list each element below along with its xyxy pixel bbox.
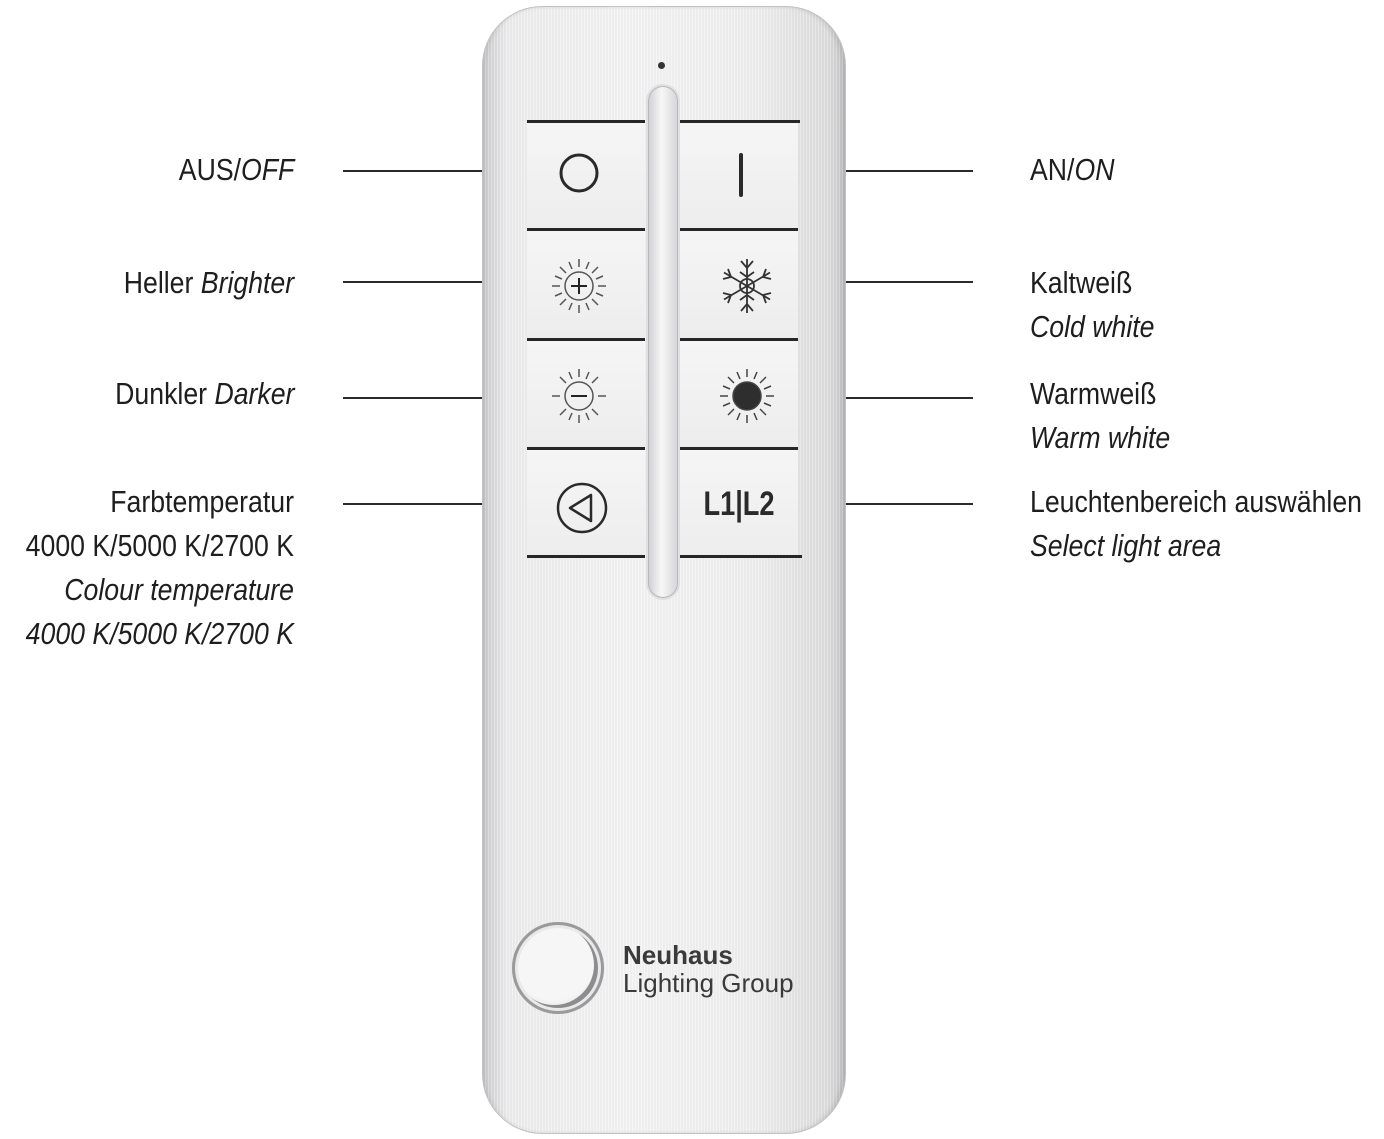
- colour-temperature-button[interactable]: [527, 447, 645, 558]
- label-on-de: AN/: [1030, 152, 1075, 187]
- snowflake-icon: [722, 259, 772, 313]
- label-brighter-en: Brighter: [200, 265, 294, 300]
- leader-colour: [343, 503, 501, 505]
- center-slot: [648, 86, 678, 598]
- off-button[interactable]: [527, 120, 645, 231]
- on-button[interactable]: [680, 120, 798, 231]
- cold-white-button[interactable]: [680, 228, 798, 339]
- label-warm-en: Warm white: [1030, 420, 1171, 455]
- label-darker: Dunkler Darker: [115, 372, 294, 416]
- leader-cold: [808, 281, 973, 283]
- label-darker-en: Darker: [214, 376, 294, 411]
- warm-sun-icon: [720, 369, 774, 423]
- label-area-en: Select light area: [1030, 528, 1222, 563]
- light-area-button[interactable]: L1|L2: [680, 447, 798, 558]
- label-light-area: Leuchtenbereich auswählen Select light a…: [1030, 480, 1362, 568]
- label-cold-en: Cold white: [1030, 309, 1155, 344]
- label-cold-de: Kaltweiß: [1030, 265, 1133, 300]
- label-cold-white: Kaltweiß Cold white: [1030, 261, 1154, 349]
- label-off: AUS/OFF: [178, 148, 294, 192]
- leader-brighter: [343, 281, 508, 283]
- brand-logo: [512, 922, 604, 1014]
- label-off-de: AUS/: [178, 152, 241, 187]
- leader-on: [808, 170, 973, 172]
- leader-warm: [808, 397, 973, 399]
- l1l2-label: L1|L2: [703, 484, 775, 523]
- label-area-de: Leuchtenbereich auswählen: [1030, 484, 1363, 519]
- play-triangle-icon: [556, 482, 608, 534]
- leader-darker: [343, 397, 508, 399]
- leader-area: [815, 503, 973, 505]
- label-brighter: Heller Brighter: [124, 261, 294, 305]
- brand-subtitle: Lighting Group: [623, 968, 794, 998]
- label-on: AN/ON: [1030, 148, 1114, 192]
- darker-button[interactable]: [527, 338, 645, 449]
- label-colour-temperature: Farbtemperatur 4000 K/5000 K/2700 K Colo…: [26, 480, 294, 656]
- power-on-icon: [739, 153, 743, 197]
- label-colour-en2: 4000 K/5000 K/2700 K: [25, 616, 294, 651]
- warm-white-button[interactable]: [680, 338, 798, 449]
- label-warm-de: Warmweiß: [1030, 376, 1157, 411]
- label-brighter-de: Heller: [123, 265, 201, 300]
- label-colour-en1: Colour temperature: [64, 572, 294, 607]
- label-on-en: ON: [1074, 152, 1115, 187]
- label-off-en: OFF: [240, 152, 294, 187]
- label-colour-de1: Farbtemperatur: [110, 484, 295, 519]
- brightness-up-icon: [552, 259, 606, 313]
- brighter-button[interactable]: [527, 228, 645, 339]
- brand-name: Neuhaus: [623, 940, 733, 970]
- leader-off: [343, 170, 508, 172]
- label-darker-de: Dunkler: [114, 376, 215, 411]
- left-bottom-line: [527, 555, 645, 558]
- label-colour-de2: 4000 K/5000 K/2700 K: [25, 528, 294, 563]
- right-top-line-ext: [798, 120, 800, 123]
- status-led: [658, 62, 665, 69]
- label-warm-white: Warmweiß Warm white: [1030, 372, 1170, 460]
- brightness-down-icon: [552, 369, 606, 423]
- power-off-icon: [559, 153, 599, 193]
- right-bottom-line: [680, 555, 802, 558]
